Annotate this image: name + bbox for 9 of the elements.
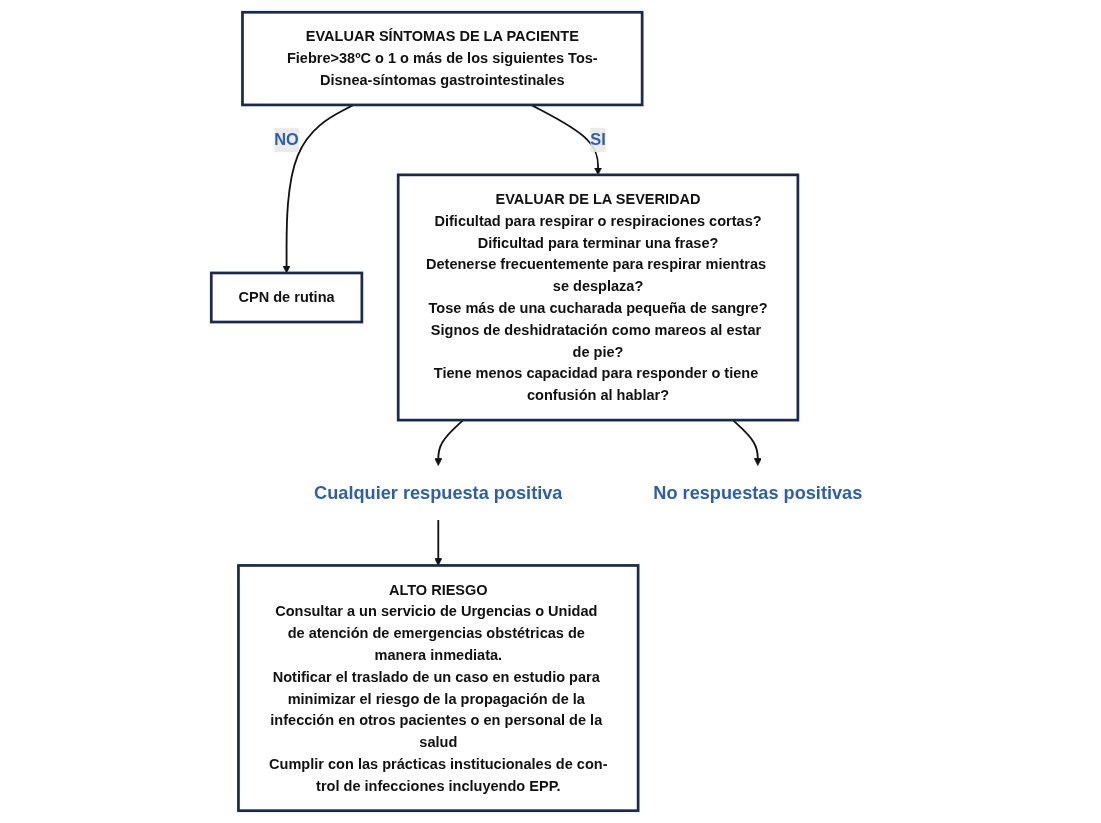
- edge-label: SI: [590, 130, 606, 149]
- edge-label: NO: [274, 130, 299, 149]
- node-box: EVALUAR DE LA SEVERIDAD Dificultad para respirar o respiraciones cortas? Dificultad para terminar una frase? Detenerse frecuentemente para respirar mientras se desplaza? Tose más de una cucharada pequeña de sangre? Signos de deshidratación como mareos al estar de pie? Tiene menos capacidad para responder o tiene confusión al hablar?: [396, 173, 800, 422]
- node-box: EVALUAR SÍNTOMAS DE LA PACIENTE Fiebre>38ºC o 1 o más de los siguientes Tos-Disnea-síntomas gastrointestinales: [241, 10, 644, 107]
- arrow: [434, 519, 443, 566]
- node-box: ALTO RIESGO Consultar a un servicio de Urgencias o Unidad de atención de emergencias obstétricas de manera inmediata. Notificar el traslado de un caso en estudio para minimizar el riesgo de la propagación de la infección en otros pacientes o en personal de la salud Cumplir con las prácticas institucionales de con-trol de infecciones incluyendo EPP.: [237, 564, 640, 813]
- node-box: CPN de rutina: [210, 271, 364, 324]
- node-text: Cualquier respuesta positiva: [314, 482, 563, 503]
- node-text: No respuestas positivas: [653, 482, 863, 503]
